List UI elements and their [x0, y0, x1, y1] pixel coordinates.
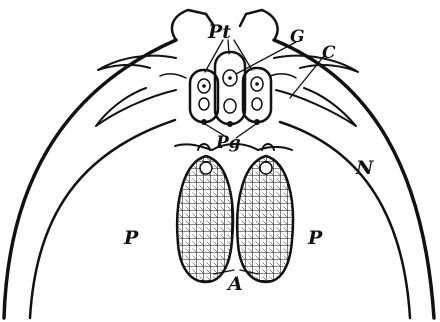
- label-c: C: [322, 43, 336, 63]
- archegonium-left: [177, 156, 233, 282]
- label-pt: Pt: [207, 21, 231, 43]
- label-pg: Pg: [215, 133, 241, 153]
- archegonium-right: [237, 156, 293, 282]
- label-a: A: [226, 273, 243, 295]
- archegonia: [177, 156, 293, 282]
- pollen-tubes: [190, 52, 271, 127]
- label-p-right: P: [307, 227, 323, 249]
- label-n: N: [355, 157, 374, 179]
- label-g: G: [290, 27, 305, 47]
- label-p-left: P: [123, 227, 139, 249]
